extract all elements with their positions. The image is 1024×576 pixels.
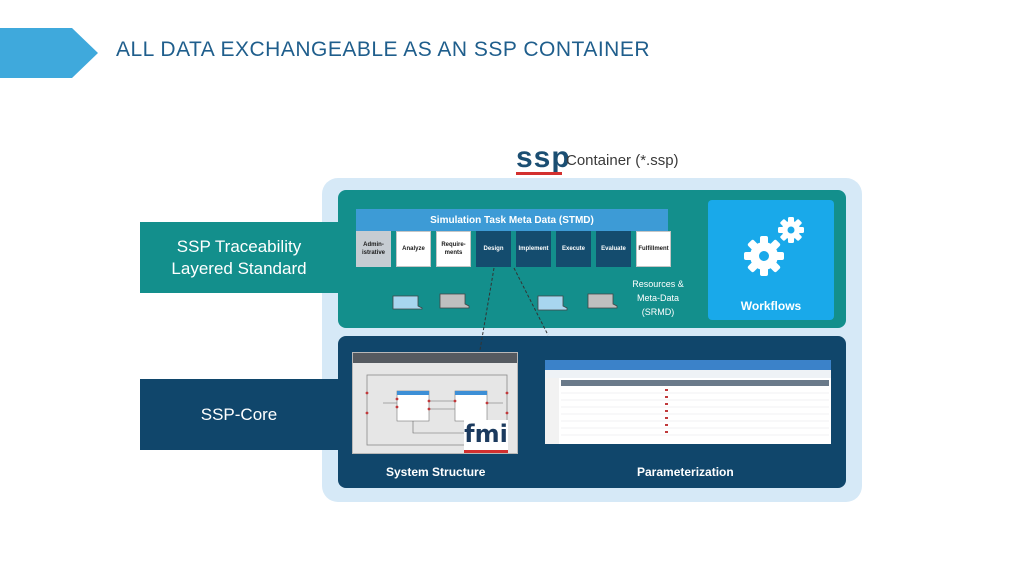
ssp-logo-underline <box>516 172 562 175</box>
resource-file-3 <box>537 295 568 311</box>
ssp-logo: ssp <box>516 141 571 174</box>
resource-file-1 <box>392 295 423 310</box>
phase-requirements: Require-ments <box>436 231 471 267</box>
resource-file-2 <box>439 293 470 309</box>
workflows-box: Workflows <box>708 200 834 320</box>
fmi-logo-underline <box>464 450 508 453</box>
traceability-label-line1: SSP Traceability <box>176 236 302 256</box>
parameterization-table <box>545 360 831 444</box>
title-arrow-banner <box>0 28 98 78</box>
parameterization-screenshot <box>545 360 831 444</box>
phase-analyze: Analyze <box>396 231 431 267</box>
resource-file-4 <box>587 293 618 309</box>
parameterization-label: Parameterization <box>637 465 734 479</box>
container-label-text: Container (*.ssp) <box>566 152 679 169</box>
phase-implement: Implement <box>516 231 551 267</box>
phase-execute: Execute <box>556 231 591 267</box>
phase-evaluate: Evaluate <box>596 231 631 267</box>
srmd-label: Resources &Meta-Data(SRMD) <box>632 279 684 317</box>
core-layer-label: SSP-Core <box>140 379 338 450</box>
slide-title: ALL DATA EXCHANGEABLE AS AN SSP CONTAINE… <box>116 38 651 61</box>
traceability-label-line2: Layered Standard <box>171 258 307 278</box>
system-structure-label: System Structure <box>386 465 486 479</box>
workflows-label: Workflows <box>740 299 802 313</box>
phase-administrative: Admin-istrative <box>356 231 391 267</box>
resource-connectors <box>392 267 618 351</box>
phase-design: Design <box>476 231 511 267</box>
fmi-logo: fmi <box>464 420 508 450</box>
phase-fulfillment: Fulfillment <box>636 231 671 267</box>
stmd-header: Simulation Task Meta Data (STMD) <box>356 209 668 231</box>
gears-icon <box>744 217 804 276</box>
traceability-layer-label: SSP Traceability Layered Standard <box>140 222 338 293</box>
